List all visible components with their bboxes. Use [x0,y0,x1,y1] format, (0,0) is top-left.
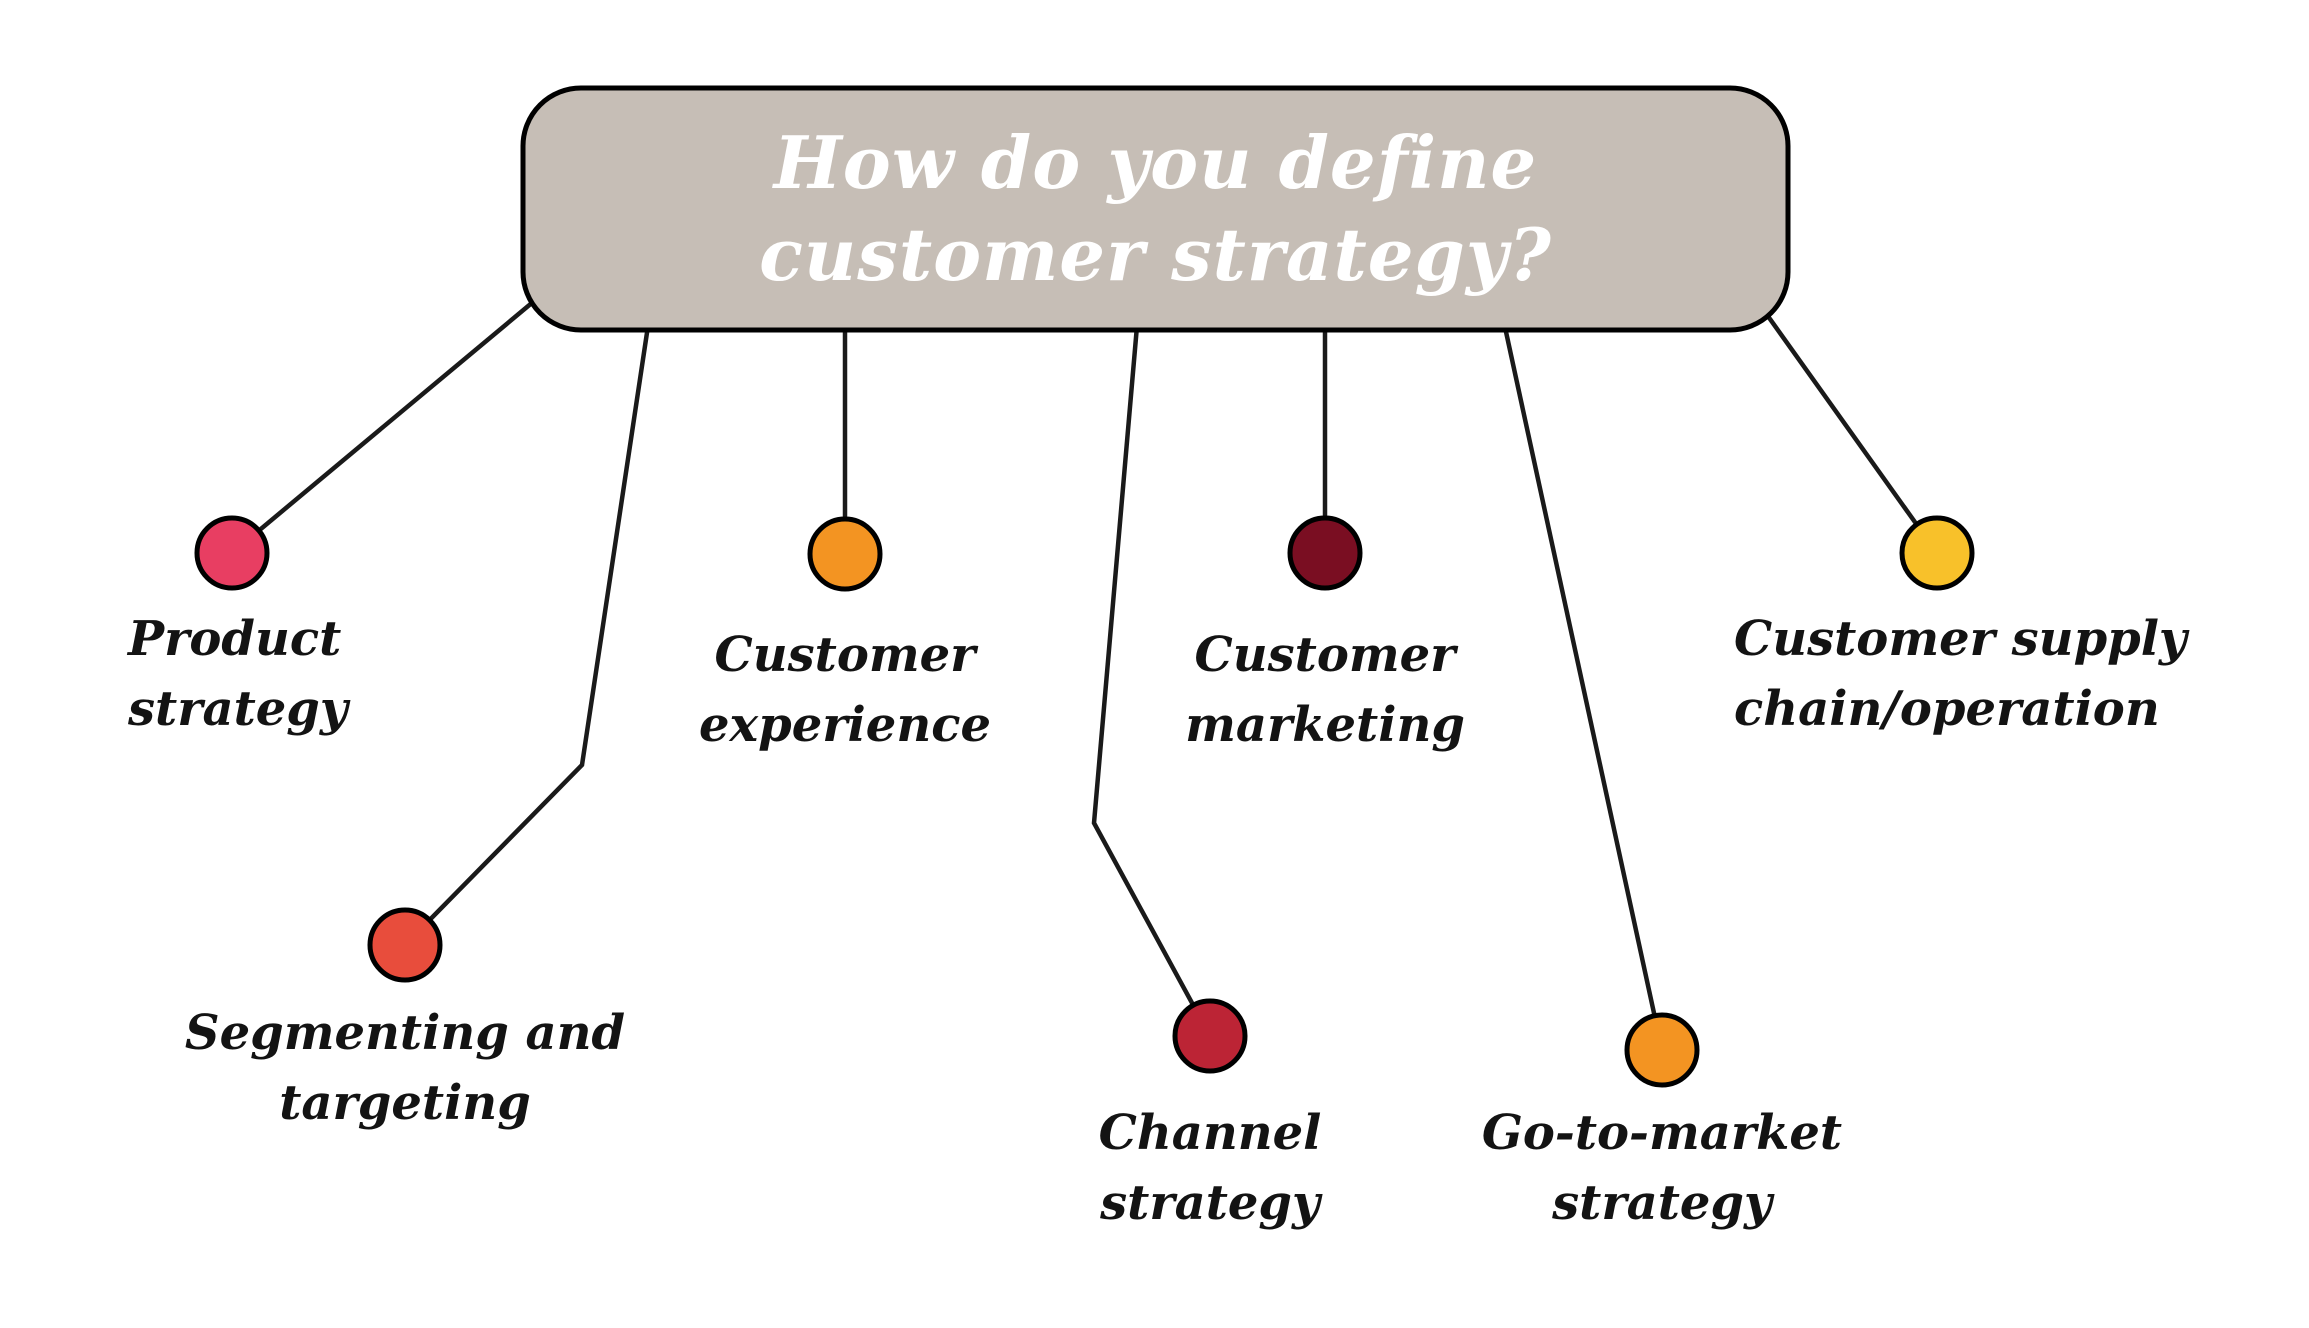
connector-customer-supply-chain [1753,296,1939,555]
node-circle-customer-marketing [1287,515,1363,591]
node-circle-product-strategy [194,515,270,591]
connector-channel-strategy [1091,325,1212,1038]
node-label-product-strategy: Product strategy [128,611,348,738]
node-label-customer-marketing: Customer marketing [1185,627,1465,754]
node-circle-customer-experience [807,516,883,592]
node-circle-channel-strategy [1172,998,1248,1074]
node-label-channel-strategy: Channel strategy [1098,1105,1322,1232]
node-label-customer-supply-chain: Customer supply chain/operation [1734,611,2187,738]
connector-go-to-market-strategy [1500,317,1665,1051]
title-text: How do you define customer strategy? [759,119,1552,297]
connector-segmenting-targeting [403,325,651,947]
title-box [520,85,1791,333]
node-label-customer-experience: Customer experience [699,627,991,754]
node-circle-customer-supply-chain [1899,515,1975,591]
node-label-segmenting-targeting: Segmenting and targeting [184,1005,626,1132]
node-label-go-to-market-strategy: Go-to-market strategy [1481,1105,1843,1232]
node-circle-go-to-market-strategy [1624,1012,1700,1088]
node-circle-segmenting-targeting [367,907,443,983]
connector-product-strategy [230,290,547,555]
